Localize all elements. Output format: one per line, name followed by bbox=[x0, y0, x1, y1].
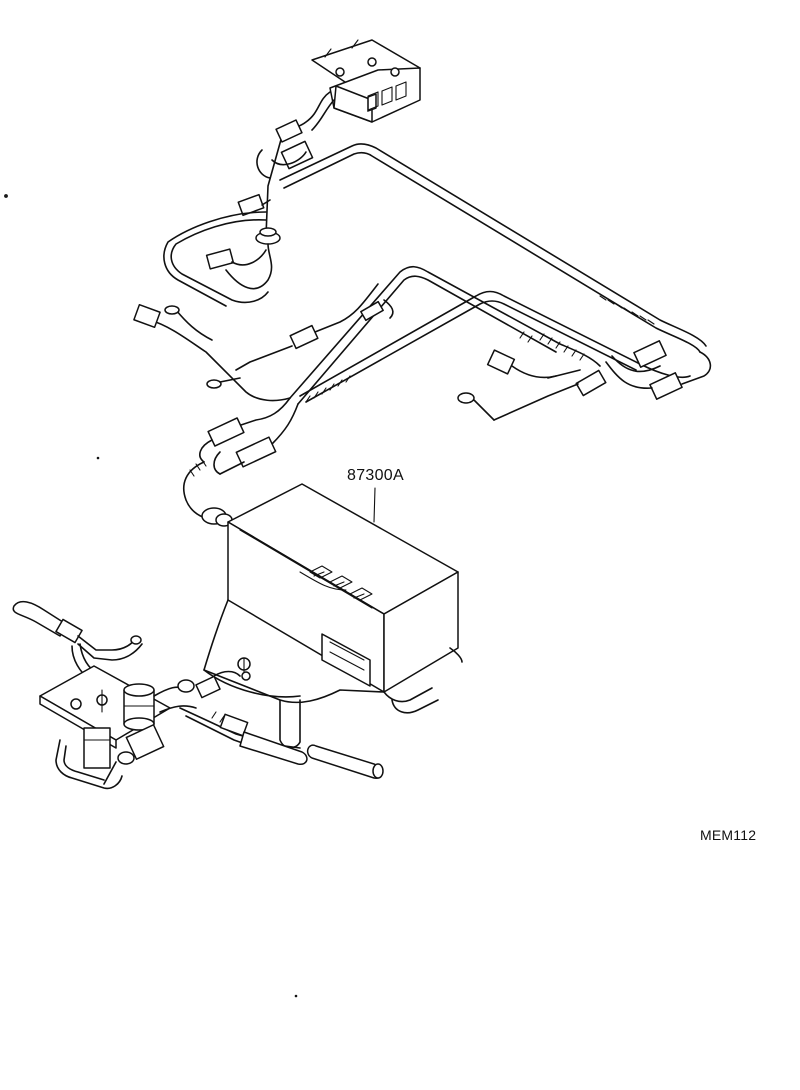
figure-code-label: MEM112 bbox=[700, 827, 757, 843]
water-valve-assembly bbox=[12, 600, 384, 790]
middle-wiring-harness bbox=[133, 265, 712, 421]
part-number-label: 87300A bbox=[347, 467, 404, 484]
long-harness-loop bbox=[163, 143, 707, 353]
upper-wiring-harness bbox=[205, 91, 335, 290]
heater-feed-connectors bbox=[182, 397, 299, 527]
heater-unit-87300A bbox=[203, 483, 463, 749]
control-switch-panel bbox=[311, 39, 421, 123]
scan-specks bbox=[4, 194, 298, 998]
